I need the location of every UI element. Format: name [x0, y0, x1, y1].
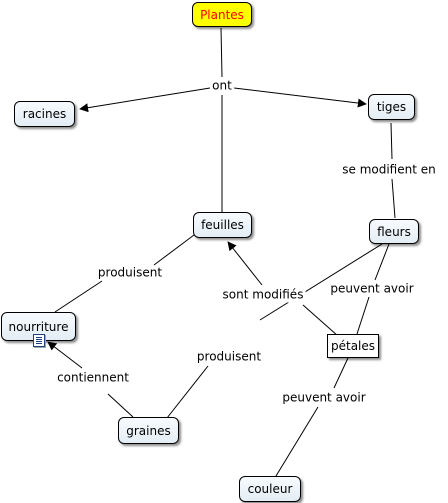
edge-feuilles-produisent: [153, 234, 195, 266]
concept-tiges[interactable]: tiges: [368, 94, 415, 120]
link-ont[interactable]: ont: [210, 78, 234, 94]
concept-plantes[interactable]: Plantes: [192, 2, 252, 27]
concept-petales[interactable]: pétales: [327, 334, 379, 358]
link-produisent-fleurs[interactable]: produisent: [194, 349, 264, 365]
edge-graines-contiennent: [107, 393, 134, 418]
link-contiennent[interactable]: contiennent: [55, 370, 131, 386]
link-produisent-feuilles[interactable]: produisent: [95, 265, 165, 281]
edge-petales-sontmodifies: [302, 304, 339, 337]
edge-peuventavoir-couleur: [275, 406, 319, 477]
edge-ont-racines: [79, 87, 211, 113]
edge-contiennent-nourriture: [47, 341, 83, 369]
document-icon[interactable]: [33, 334, 45, 347]
edge-label-fleurs: [391, 178, 396, 219]
concept-nourriture-label: nourriture: [8, 319, 69, 334]
edge-petales-peuventavoir: [333, 357, 349, 389]
link-se-modifient-en[interactable]: se modifient en: [340, 162, 438, 178]
edge-peuventavoir-petales: [356, 296, 370, 335]
concept-couleur[interactable]: couleur: [239, 476, 301, 502]
edge-ont-tiges: [233, 87, 367, 108]
edge-sontmodifies-feuilles: [227, 241, 263, 286]
concept-graines[interactable]: graines: [118, 417, 179, 444]
edge-produisent-nourriture: [54, 280, 103, 313]
edge-tiges-label: [390, 122, 393, 160]
edge-plantes-ont: [220, 27, 223, 78]
edge-produisent-graines: [166, 365, 209, 419]
concept-fleurs[interactable]: fleurs: [369, 219, 419, 244]
concept-racines[interactable]: racines: [14, 101, 75, 127]
edge-fleurs-peuventavoir: [374, 243, 390, 281]
link-sont-modifies[interactable]: sont modifiés: [220, 287, 306, 303]
link-peuvent-avoir-petales[interactable]: peuvent avoir: [280, 390, 368, 406]
edge-fleurs-produisent: [259, 243, 383, 321]
concept-feuilles[interactable]: feuilles: [193, 212, 252, 238]
link-peuvent-avoir-fleurs[interactable]: peuvent avoir: [328, 281, 416, 297]
